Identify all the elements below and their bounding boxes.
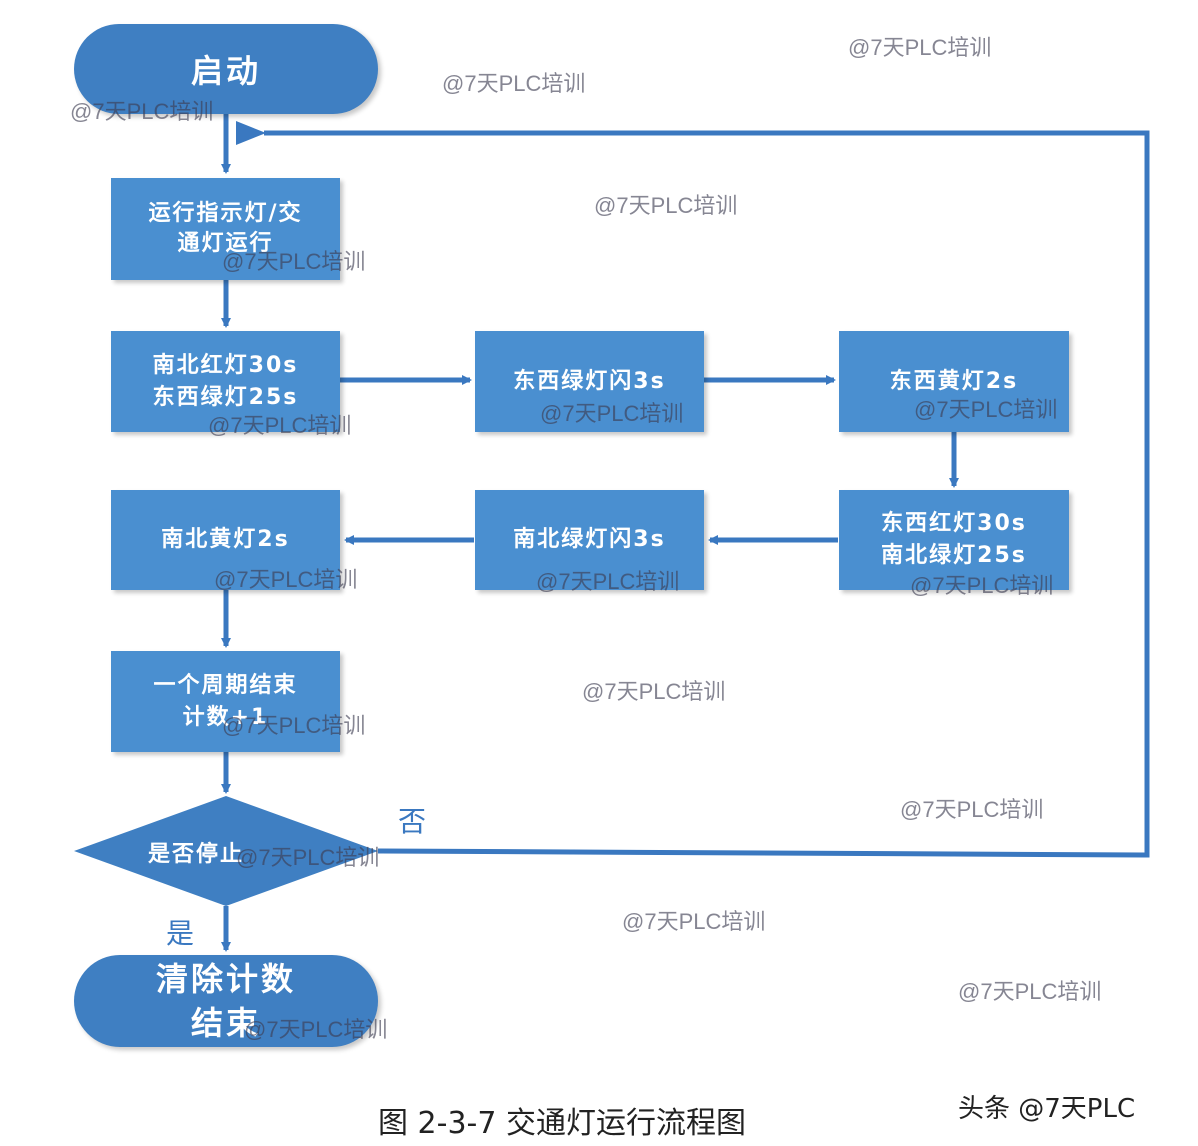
watermark: @7天PLC培训	[848, 35, 992, 60]
watermark: @7天PLC培训	[582, 679, 726, 704]
run-indicator-label: 运行指示灯/交 通灯运行	[148, 201, 303, 256]
watermark: @7天PLC培训	[442, 71, 586, 96]
watermark: @7天PLC培训	[214, 567, 358, 592]
brand-watermark: 头条 @7天PLC	[958, 1094, 1136, 1124]
ns-yellow-label: 南北黄灯2s	[161, 527, 290, 552]
watermark: @7天PLC培训	[594, 193, 738, 218]
watermark: @7天PLC培训	[622, 909, 766, 934]
watermark: @7天PLC培训	[70, 99, 214, 124]
ew-red-ns-green-label: 东西红灯30s 南北绿灯25s	[881, 511, 1027, 568]
start-label: 启动	[190, 52, 261, 90]
loop-back-line	[236, 121, 1150, 858]
figure-caption: 图 2-3-7 交通灯运行流程图	[378, 1106, 746, 1141]
end-oval: 清除计数 结束	[74, 955, 378, 1047]
ew-yellow-box: 东西黄灯2s	[839, 331, 1069, 432]
ns-yellow-box: 南北黄灯2s	[111, 490, 340, 590]
ew-green-flash-box: 东西绿灯闪3s	[475, 331, 704, 432]
watermark: @7天PLC培训	[222, 713, 366, 738]
ns-green-flash-box: 南北绿灯闪3s	[475, 490, 704, 590]
watermark: @7天PLC培训	[540, 401, 684, 426]
run-indicator-box: 运行指示灯/交 通灯运行	[111, 178, 340, 280]
ns-red-ew-green-box: 南北红灯30s 东西绿灯25s	[111, 331, 340, 432]
cycle-end-label: 一个周期结束 计数+1	[153, 672, 298, 730]
ew-yellow-label: 东西黄灯2s	[889, 368, 1019, 394]
watermark: @7天PLC培训	[222, 249, 366, 274]
watermark: @7天PLC培训	[958, 979, 1102, 1004]
watermark: @7天PLC培训	[244, 1017, 388, 1042]
watermark: @7天PLC培训	[208, 413, 352, 438]
ns-red-ew-green-label: 南北红灯30s 东西绿灯25s	[152, 352, 299, 410]
ew-red-ns-green-box: 东西红灯30s 南北绿灯25s	[839, 490, 1069, 590]
end-label: 清除计数 结束	[155, 960, 296, 1042]
watermark: @7天PLC培训	[914, 397, 1058, 422]
decision-label: 是否停止	[148, 842, 245, 867]
watermark: @7天PLC培训	[900, 797, 1044, 822]
watermark: @7天PLC培训	[236, 845, 380, 870]
watermark: @7天PLC培训	[536, 569, 680, 594]
start-oval: 启动	[74, 24, 378, 114]
decision-diamond	[74, 796, 378, 906]
no-label: 否	[398, 805, 427, 838]
watermark: @7天PLC培训	[910, 573, 1054, 598]
ew-green-flash-label: 东西绿灯闪3s	[513, 368, 666, 394]
cycle-end-box: 一个周期结束 计数+1	[111, 651, 340, 752]
yes-label: 是	[166, 917, 195, 950]
ns-green-flash-label: 南北绿灯闪3s	[513, 527, 666, 552]
